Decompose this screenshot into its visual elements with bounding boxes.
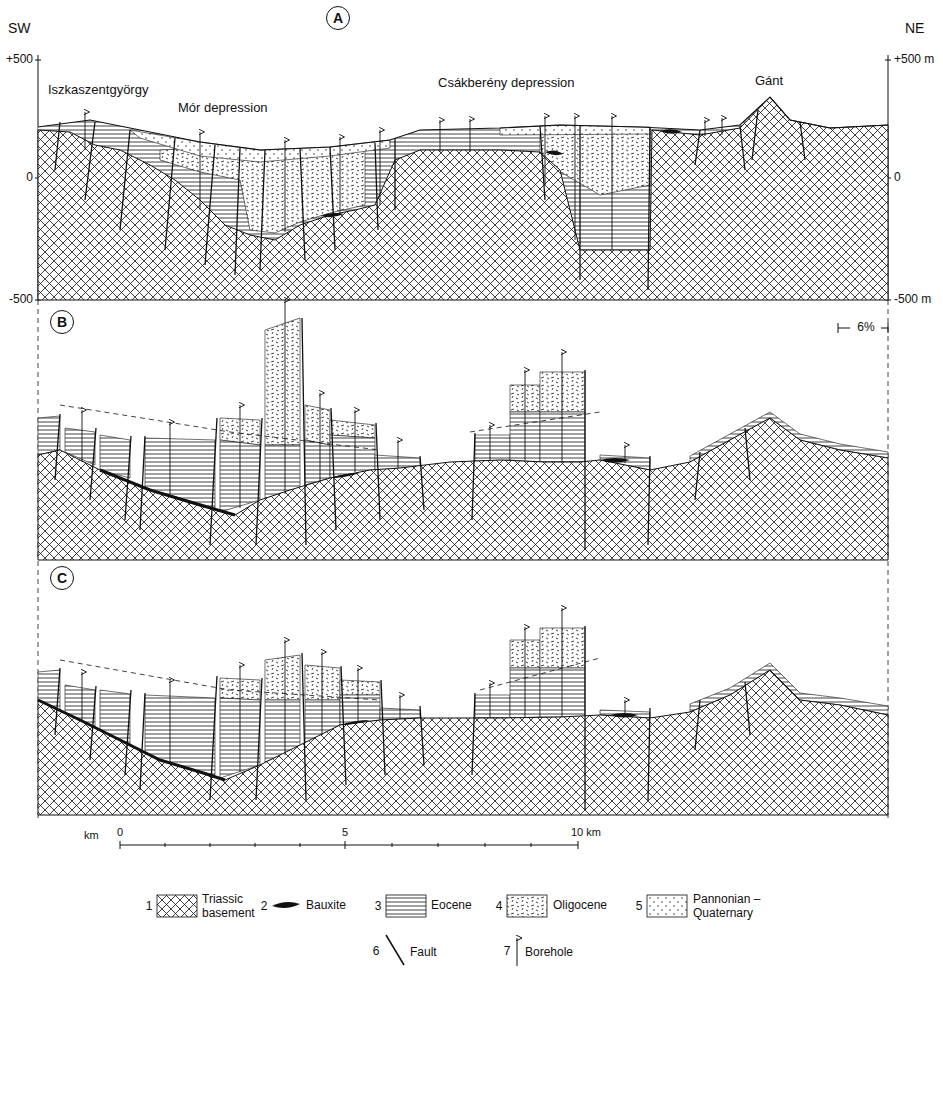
panel-letter: A — [333, 11, 343, 25]
section-label: 5 — [636, 900, 643, 914]
panel-letter: B — [57, 315, 67, 329]
section-label: km — [84, 829, 99, 842]
section-label: Iszkaszentgyörgy — [48, 83, 148, 98]
section-label: 5 — [342, 826, 348, 839]
section-label: NE — [905, 20, 924, 36]
section-label: 3 — [375, 900, 382, 914]
section-label: 1 — [146, 900, 153, 914]
section-label: 2 — [261, 900, 268, 914]
section-label: SW — [8, 20, 31, 36]
panel-letter-circle: B — [50, 310, 74, 334]
section-label: +500 — [6, 53, 33, 67]
legend-text: Fault — [410, 946, 437, 960]
section-label: 0 — [894, 171, 901, 185]
section-label: 0 — [26, 171, 33, 185]
legend-text: Oligocene — [553, 899, 607, 913]
panel-letter-circle: C — [50, 566, 74, 590]
section-label: -500 — [9, 293, 33, 307]
legend-text: Pannonian – Quaternary — [693, 893, 773, 921]
section-label: Mór depression — [178, 101, 268, 116]
section-label: 10 km — [571, 826, 601, 839]
section-label: Csákberény depression — [438, 76, 575, 91]
legend-text: Triassic basement — [202, 893, 262, 921]
section-label: 4 — [496, 900, 503, 914]
legend-text: Borehole — [525, 946, 573, 960]
legend-text: Eocene — [431, 899, 472, 913]
section-label: 7 — [504, 945, 511, 959]
section-label: Gánt — [755, 74, 783, 89]
section-label: 6 — [373, 945, 380, 959]
panel-letter: C — [57, 571, 67, 585]
section-label: -500 m — [894, 293, 931, 307]
panel-letter-circle: A — [326, 6, 350, 30]
legend-text: Bauxite — [306, 899, 346, 913]
section-label: +500 m — [894, 53, 934, 67]
section-label: 0 — [117, 826, 123, 839]
section-label: 6% — [857, 321, 874, 335]
